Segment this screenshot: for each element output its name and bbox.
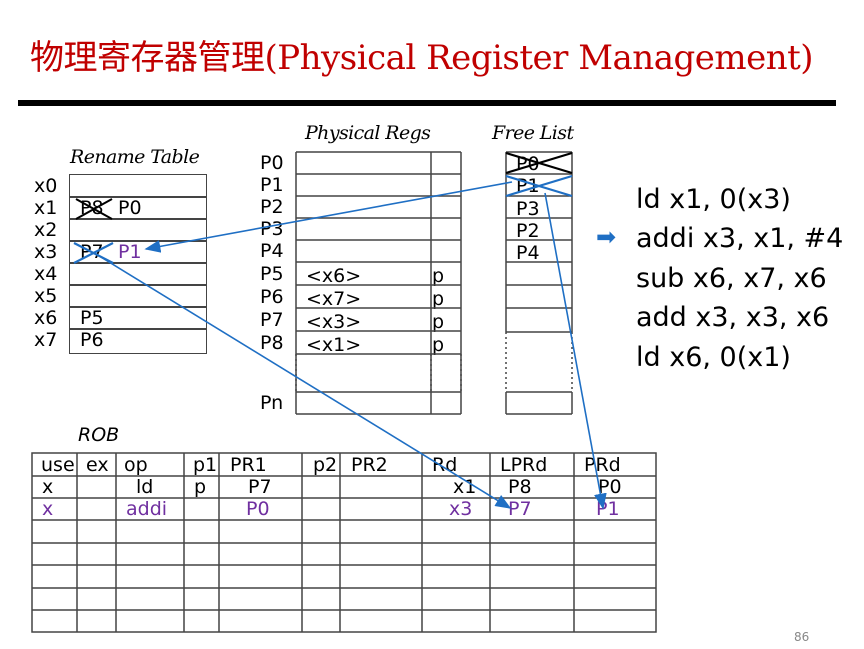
instruction: ld x6, 0(x1) (636, 342, 791, 373)
preg-label: P5 (260, 263, 284, 285)
instruction: sub x6, x7, x6 (636, 263, 827, 294)
preg-present-bit: p (432, 288, 445, 310)
title-rule (18, 100, 836, 106)
preg-label: P1 (260, 174, 284, 196)
preg-label: P6 (260, 286, 284, 308)
rob-pr1: P0 (246, 498, 270, 520)
preg-value: <x6> (306, 265, 362, 287)
rob-header: use (41, 454, 75, 476)
instruction: addi x3, x1, #4 (636, 223, 844, 254)
rename-value: P1 (118, 241, 142, 263)
preg-label: P3 (260, 218, 284, 240)
preg-value: <x1> (306, 334, 362, 356)
rob-header: PR2 (351, 454, 388, 476)
instruction: add x3, x3, x6 (636, 302, 830, 333)
rob-pr1: P7 (248, 476, 272, 498)
rob-lprd: P8 (508, 476, 532, 498)
rob-header: p1 (193, 454, 218, 476)
preg-label: P2 (260, 196, 284, 218)
arrow-free-p1-to-rob-prd (544, 192, 607, 510)
preg-present-bit: p (432, 311, 445, 333)
rename-row (69, 196, 207, 220)
rob-op: ld (136, 476, 154, 498)
physical-regs-title: Physical Regs (305, 122, 431, 144)
instruction: ld x1, 0(x3) (636, 184, 791, 215)
rob-prd: P0 (598, 476, 622, 498)
current-instruction-arrow-icon: ➡ (596, 223, 617, 251)
rename-row (69, 218, 207, 242)
rob-grid (31, 452, 657, 633)
rob-header: PRd (584, 454, 621, 476)
preg-label: P7 (260, 309, 284, 331)
rob-header: op (124, 454, 148, 476)
crossed-p0-free-icon (505, 151, 573, 175)
rename-row (69, 284, 207, 308)
rename-row (69, 262, 207, 286)
rename-row (69, 174, 207, 198)
rename-table-title: Rename Table (70, 146, 200, 168)
physical-regs-grid (295, 151, 462, 415)
crossed-p8-icon (75, 198, 113, 220)
reg-label: x4 (34, 263, 58, 285)
preg-value: <x7> (306, 288, 362, 310)
free-list-ellipsis (505, 332, 573, 392)
rob-rd: x1 (453, 476, 477, 498)
reg-label: x3 (34, 241, 58, 263)
free-list-item: P4 (516, 242, 540, 264)
rob-lprd: P7 (508, 498, 532, 520)
rob-header: LPRd (500, 454, 548, 476)
preg-present-bit: p (432, 334, 445, 356)
rob-op: addi (126, 498, 168, 520)
free-list-item: P2 (516, 220, 540, 242)
preg-label: P8 (260, 332, 284, 354)
preg-label: P4 (260, 240, 284, 262)
preg-label: Pn (260, 392, 284, 414)
rob-header: Rd (432, 454, 458, 476)
reg-label: x5 (34, 285, 58, 307)
rob-header: PR1 (230, 454, 267, 476)
rename-row (69, 328, 207, 354)
arrow-free-p1-to-x3 (144, 181, 513, 253)
rob-use: x (42, 498, 54, 520)
rob-header: p2 (313, 454, 338, 476)
rob-use: x (42, 476, 54, 498)
rename-value: P0 (118, 197, 142, 219)
rob-rd: x3 (449, 498, 473, 520)
physical-regs-ellipsis (295, 354, 462, 392)
free-list-item: P3 (516, 198, 540, 220)
reg-label: x7 (34, 329, 58, 351)
page-number: 86 (794, 630, 810, 644)
reg-label: x1 (34, 197, 58, 219)
reg-label: x2 (34, 219, 58, 241)
crossed-p1-free-icon (505, 174, 573, 198)
rob-p1: p (194, 476, 207, 498)
preg-label: P0 (260, 152, 284, 174)
rename-value: P5 (80, 307, 104, 329)
rob-header: ex (86, 454, 109, 476)
free-list-title: Free List (492, 122, 574, 144)
rename-row (69, 240, 207, 264)
reg-label: x6 (34, 307, 58, 329)
rename-row (69, 306, 207, 330)
free-list-grid (505, 151, 573, 415)
reg-label: x0 (34, 175, 58, 197)
arrow-p7-to-rob-lprd (95, 253, 512, 509)
preg-value: <x3> (306, 311, 362, 333)
slide-title: 物理寄存器管理(Physical Register Management) (30, 38, 814, 78)
preg-present-bit: p (432, 265, 445, 287)
rob-title: ROB (78, 424, 120, 446)
rename-value: P6 (80, 329, 104, 351)
